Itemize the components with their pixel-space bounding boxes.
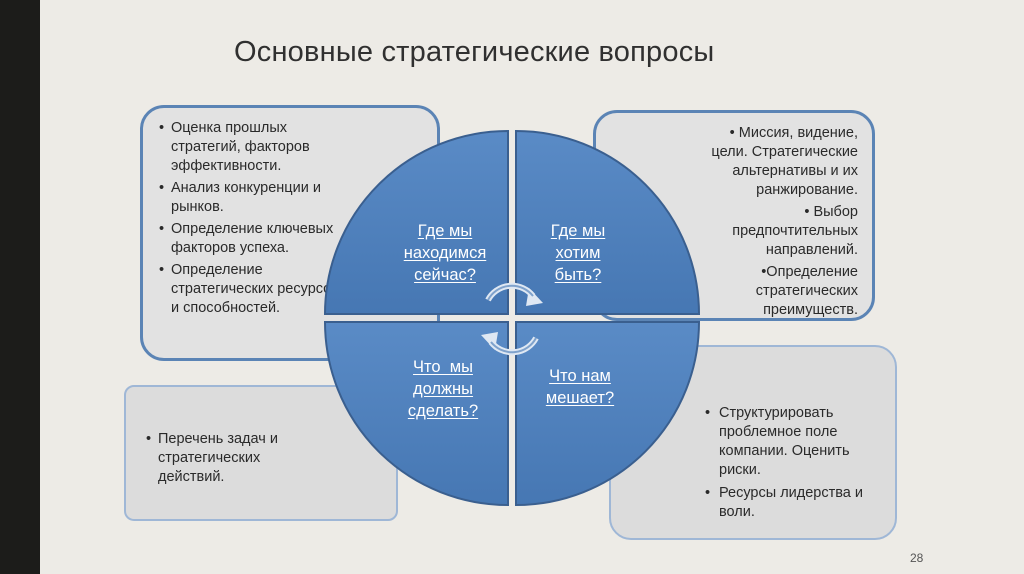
question-line: Где мы [417,222,473,240]
list-item: Перечень задач и стратегических действий… [146,430,296,487]
question-what-to-do: Что мы должны сделать? [388,356,498,422]
list-item: • Выбор предпочтительных направлений. [732,204,858,258]
quadrant-top-right [515,129,701,315]
list-item: •Определение стратегических преимуществ. [755,264,858,318]
left-accent-bar [0,0,40,574]
list-item: Структурировать проблемное поле компании… [705,404,880,480]
list-item: Определение стратегических ресурсов и сп… [159,261,339,318]
slide-title: Основные стратегические вопросы [234,36,715,68]
cycle-arrows-icon [481,282,543,356]
question-line: хотим [555,244,601,262]
list-item: • Миссия, видение, цели. Стратегические … [711,125,858,198]
question-where-want-to-be: Где мы хотим быть? [528,220,628,286]
question-where-are-we: Где мы находимся сейчас? [386,220,504,286]
question-line: быть? [554,266,602,284]
question-line: Что мы [413,358,473,376]
list-item: Ресурсы лидерства и воли. [705,484,880,522]
quadrant-bottom-right [515,321,701,507]
list-item: Определение ключевых факторов успеха. [159,220,339,258]
question-line: мешает? [545,389,615,407]
page-number: 28 [910,551,924,565]
quadrant-bottom-left [323,321,509,507]
quadrant-top-left [323,129,509,315]
question-line: сделать? [407,402,479,420]
question-line: должны [412,380,474,398]
question-line: находимся [403,244,487,262]
list-item: Анализ конкуренции и рынков. [159,179,339,217]
question-what-hinders: Что нам мешает? [530,365,630,409]
question-line: Что нам [549,367,611,385]
question-line: Где мы [550,222,606,240]
list-item: Оценка прошлых стратегий, факторов эффек… [159,119,339,176]
question-line: сейчас? [414,266,476,284]
